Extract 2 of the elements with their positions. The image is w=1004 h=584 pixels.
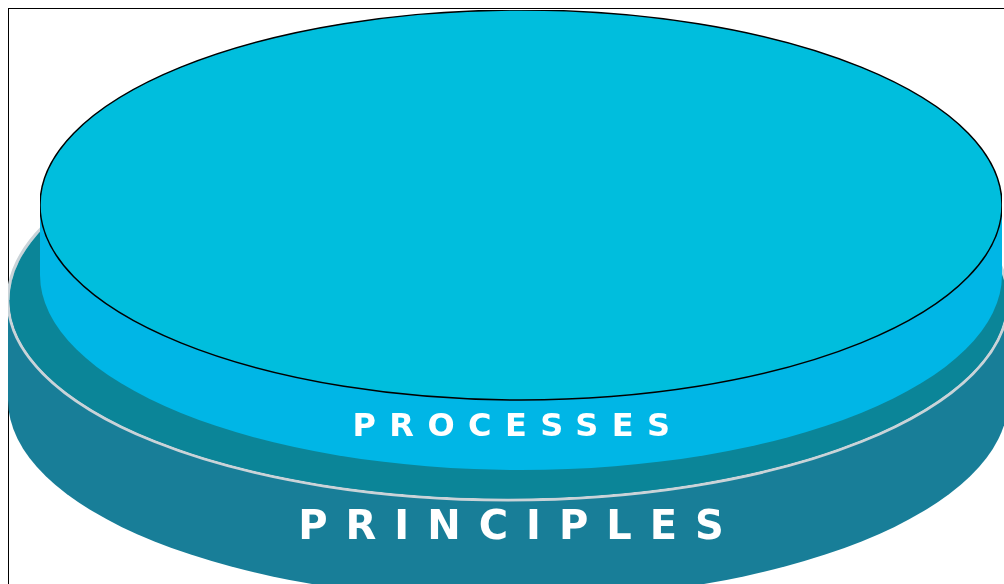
layer-label: PROCESSES <box>352 406 684 444</box>
layer-label: PRINCIPLES <box>298 502 742 548</box>
